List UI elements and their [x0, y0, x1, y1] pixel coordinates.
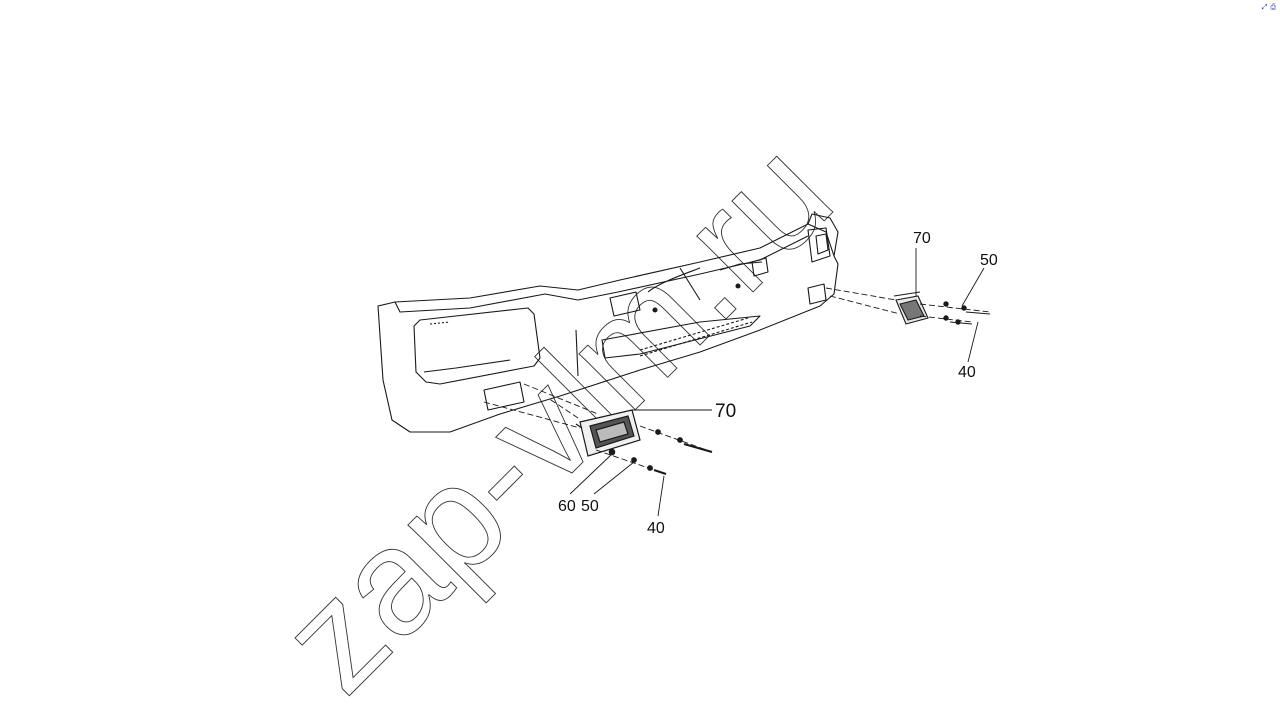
- callout-rh-50: 50: [980, 252, 998, 269]
- callout-lh-70: 70: [715, 401, 736, 422]
- lamp-left: [575, 409, 641, 457]
- callouts: 70 50 40 70 60 50 40: [558, 230, 998, 537]
- callout-rh-70: 70: [913, 230, 931, 247]
- leader-lines: [569, 248, 985, 517]
- expand-icon[interactable]: ⤢: [1261, 3, 1268, 11]
- callout-rh-40: 40: [958, 364, 976, 381]
- callout-lh-60: 60: [558, 498, 576, 515]
- corner-toolbar: ⤢ ⎙: [1262, 4, 1276, 11]
- bumper: [377, 213, 839, 433]
- callout-lh-40: 40: [647, 520, 665, 537]
- assembly-lines: [483, 287, 991, 475]
- fasteners-right: [943, 301, 991, 325]
- watermark-text: zap-vlm.ru: [249, 109, 863, 711]
- lamp-right: [893, 291, 929, 325]
- print-icon[interactable]: ⎙: [1270, 3, 1276, 11]
- callout-lh-50: 50: [581, 498, 599, 515]
